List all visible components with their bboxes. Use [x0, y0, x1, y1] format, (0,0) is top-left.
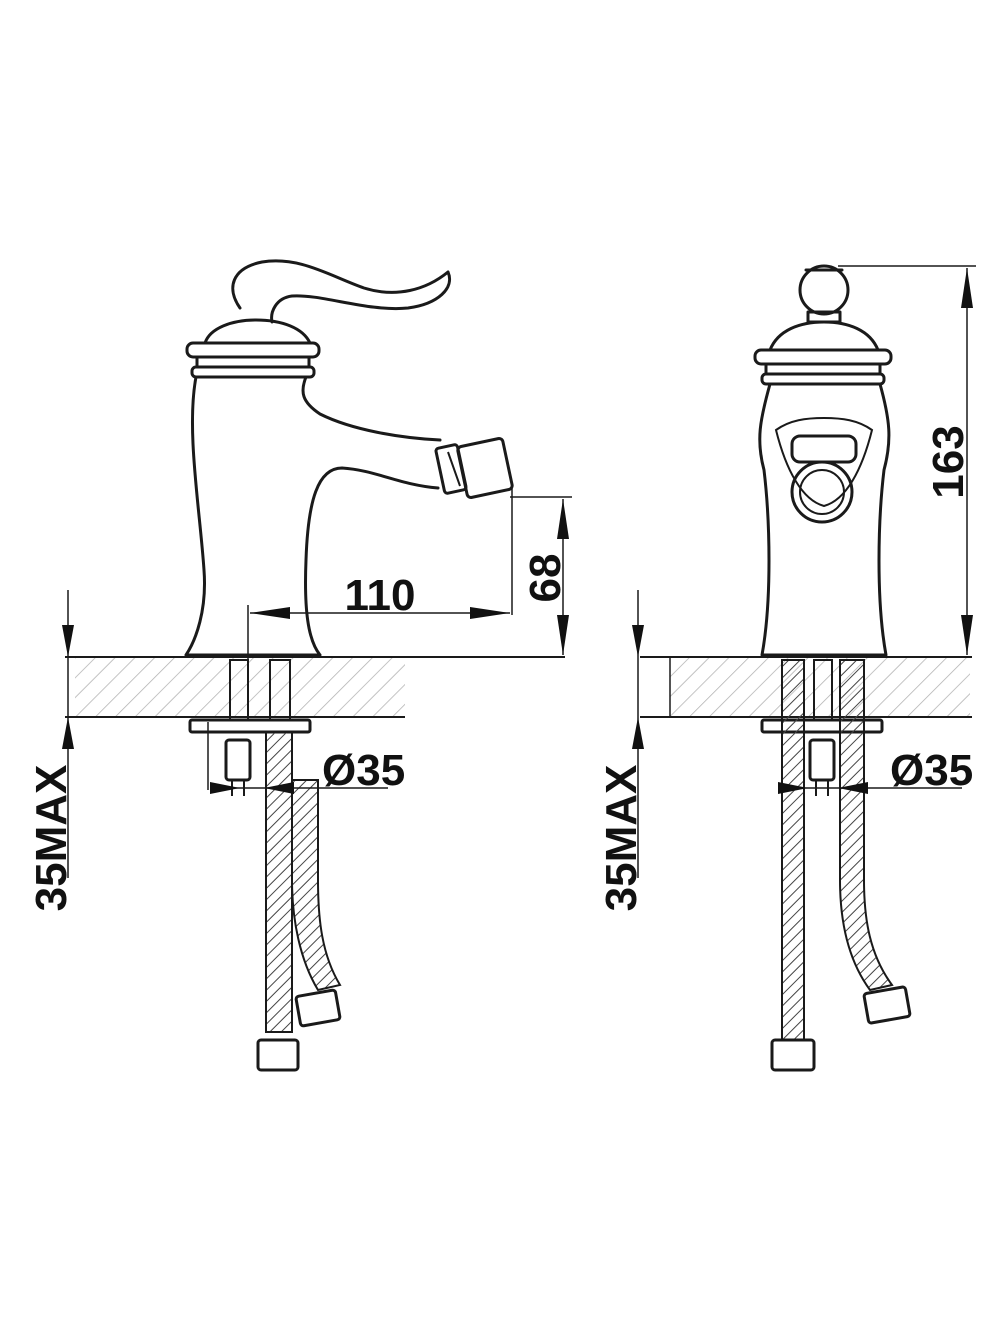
- cap-side: [185, 318, 321, 379]
- spout-reach-label: 110: [345, 571, 416, 620]
- deck-thickness-label-front: 35MAX: [597, 765, 646, 912]
- hole-diameter-label-side: Ø35: [322, 746, 405, 795]
- water-hoses-side: [256, 731, 342, 1072]
- hole-diameter-label-front: Ø35: [890, 746, 973, 795]
- knob-front: [798, 264, 850, 324]
- dimension-hole-diameter-front: Ø35: [778, 746, 973, 795]
- dimension-deck-thickness-front: 35MAX: [597, 590, 646, 911]
- dimension-total-height: 163: [838, 265, 976, 655]
- shank-front: [760, 659, 884, 796]
- deck-thickness-label-side: 35MAX: [27, 765, 76, 912]
- cap-front: [753, 320, 893, 386]
- body-side: [184, 375, 442, 657]
- spout-front: [790, 434, 858, 524]
- side-view: 110 68 Ø35 35MAX: [27, 259, 572, 1072]
- water-hoses-front: [770, 659, 912, 1072]
- spout-nozzle: [434, 437, 514, 499]
- dimension-hole-diameter-side: Ø35: [207, 722, 405, 795]
- dimension-spout-reach: 110: [247, 485, 513, 660]
- countertop-front: [640, 656, 972, 718]
- countertop-side: [65, 656, 565, 718]
- total-height-label: 163: [924, 425, 973, 498]
- front-view: 163 Ø35 35MAX: [597, 264, 976, 1072]
- body-front-recess: [774, 416, 874, 508]
- spout-height-label: 68: [521, 554, 570, 603]
- dimension-spout-height: 68: [510, 496, 572, 655]
- dimension-deck-thickness-side: 35MAX: [27, 590, 76, 911]
- body-front: [758, 382, 891, 657]
- handle-lever: [231, 259, 451, 324]
